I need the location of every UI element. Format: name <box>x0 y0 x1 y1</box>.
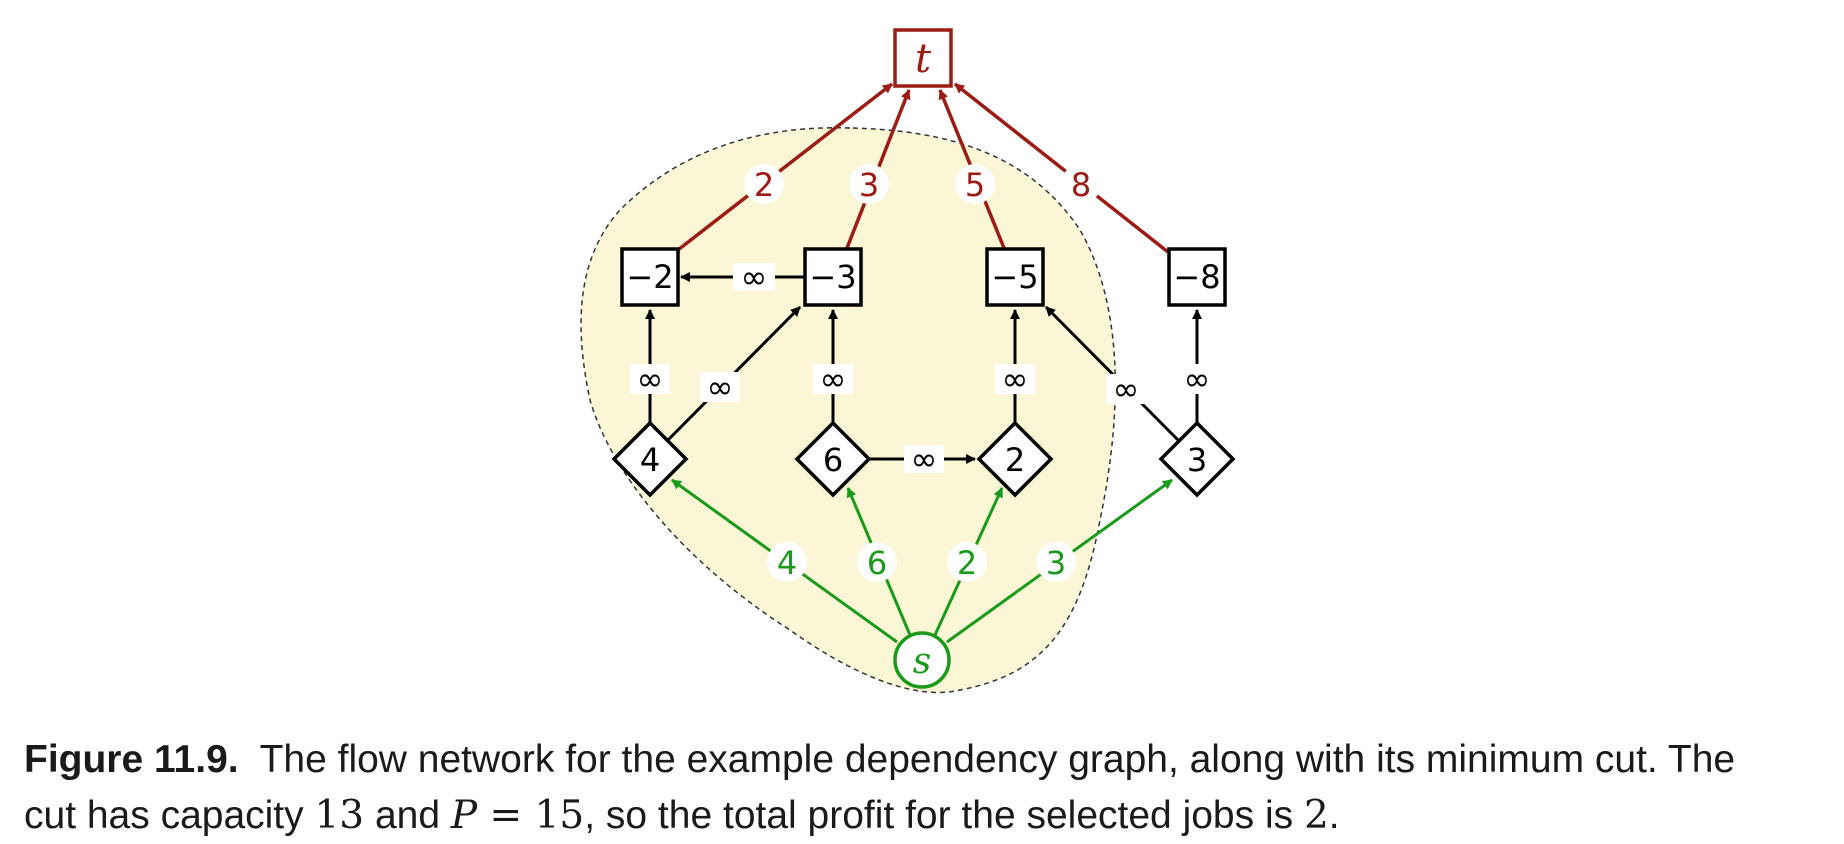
cut-capacity-value: 13 <box>314 793 365 838</box>
node-neg2: −2 <box>620 247 680 307</box>
inf-d3-neg5: ∞ <box>1113 370 1140 408</box>
sink-capacity-labels: 2 3 5 8 <box>744 164 1101 204</box>
inf-d3-neg8: ∞ <box>1184 360 1211 398</box>
figure-caption: Figure 11.9. The flow network for the ex… <box>24 732 1824 844</box>
inf-d4-neg2: ∞ <box>637 360 664 398</box>
cap-s-d4: 4 <box>777 544 797 582</box>
edge-neg8-to-t <box>953 82 1170 254</box>
node-s: s <box>893 631 951 689</box>
node-t: t <box>893 28 953 88</box>
edge-neg2-to-t <box>672 82 894 255</box>
svg-text:2: 2 <box>1005 441 1025 479</box>
caption-line-1: Figure 11.9. The flow network for the ex… <box>24 732 1824 788</box>
inf-d4-neg3: ∞ <box>707 368 734 406</box>
cap-neg5-t: 5 <box>965 166 985 204</box>
cap-neg3-t: 3 <box>859 166 879 204</box>
profit-total-eq: = 15 <box>477 793 585 838</box>
node-d2: 2 <box>976 420 1054 498</box>
node-d4: 4 <box>611 420 689 498</box>
cap-neg8-t: 8 <box>1071 166 1091 204</box>
caption-text-1: The flow network for the example depende… <box>259 738 1736 781</box>
source-capacity-labels: 4 6 2 3 <box>767 542 1076 582</box>
figure-label: Figure 11.9. <box>24 738 239 781</box>
inf-d6-d2: ∞ <box>911 440 938 478</box>
node-d3: 3 <box>1158 420 1236 498</box>
node-d6: 6 <box>794 420 872 498</box>
edge-d3-to-neg5 <box>1044 305 1180 442</box>
caption-line-2: cut has capacity 13 and P = 15, so the t… <box>24 793 1340 838</box>
inf-d2-neg5: ∞ <box>1002 360 1029 398</box>
node-s-label: s <box>913 641 931 682</box>
infinity-labels: ∞ ∞ ∞ ∞ ∞ ∞ ∞ ∞ <box>630 258 1217 478</box>
svg-text:4: 4 <box>640 441 660 479</box>
svg-text:3: 3 <box>1187 441 1207 479</box>
cap-s-d2: 2 <box>957 544 977 582</box>
inf-neg3-neg2: ∞ <box>741 258 768 296</box>
node-t-label: t <box>915 36 932 82</box>
node-neg8: −8 <box>1167 247 1227 307</box>
svg-text:−3: −3 <box>809 258 856 296</box>
selected-profit-value: 2 <box>1303 793 1329 838</box>
cap-s-d6: 6 <box>867 544 887 582</box>
cap-s-d3: 3 <box>1046 544 1066 582</box>
node-neg5: −5 <box>985 247 1045 307</box>
svg-text:−2: −2 <box>626 258 673 296</box>
profit-symbol: P <box>450 793 478 838</box>
svg-text:6: 6 <box>823 441 843 479</box>
svg-text:−8: −8 <box>1173 258 1220 296</box>
inf-d6-neg3: ∞ <box>820 360 847 398</box>
node-neg3: −3 <box>803 247 863 307</box>
cap-neg2-t: 2 <box>754 166 774 204</box>
svg-text:−5: −5 <box>991 258 1038 296</box>
